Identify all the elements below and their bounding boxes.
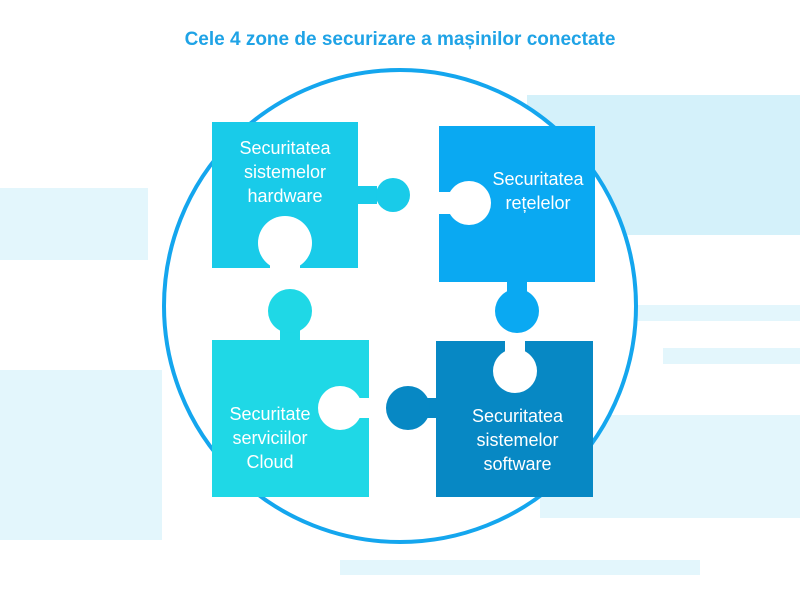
label-line: software	[483, 454, 552, 474]
label-line: sistemelor	[243, 162, 327, 182]
label-line: Securitatea	[239, 138, 331, 158]
bg-band	[0, 370, 162, 540]
label-line: hardware	[247, 186, 323, 206]
piece-cloud	[212, 289, 371, 497]
label-line: Securitatea	[492, 169, 584, 189]
label-cloud: Securitate serviciilor Cloud	[214, 402, 326, 474]
diagram-title: Cele 4 zone de securizare a mașinilor co…	[184, 29, 616, 50]
piece-hardware	[212, 122, 410, 270]
label-line: serviciilor	[232, 428, 308, 448]
label-line: rețelelor	[505, 193, 571, 213]
bg-band	[0, 188, 148, 260]
bg-band	[340, 560, 700, 575]
label-networks: Securitatea rețelelor	[478, 167, 598, 215]
label-line: Securitate	[229, 404, 311, 424]
bg-band	[663, 348, 800, 364]
label-line: Securitatea	[471, 406, 564, 426]
piece-software	[386, 339, 593, 497]
label-line: sistemelor	[476, 430, 559, 450]
label-line: Cloud	[246, 452, 294, 472]
label-hardware: Securitatea sistemelor hardware	[222, 136, 348, 208]
piece-networks	[437, 126, 595, 333]
label-software: Securitatea sistemelor software	[455, 404, 580, 476]
